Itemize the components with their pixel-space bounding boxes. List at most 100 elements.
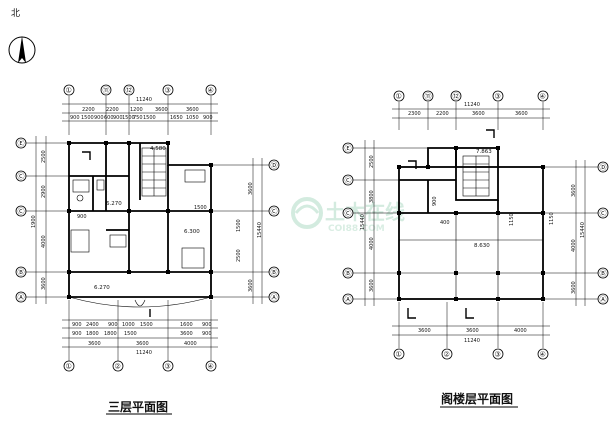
dim-text: 900 [202,331,212,337]
axis-label: Ⓐ [271,294,278,302]
level-text: 7.863 [476,149,492,155]
plan-right-axes-top: ① ⑪ ⑫ ③ ④ [393,90,549,102]
dim-text: 3600 [515,111,528,117]
axis-label: ③ [165,87,171,95]
dim-text: 900 [72,331,82,337]
dim-text: 4000 [571,239,577,252]
dim-text: 1600 [180,322,193,328]
axis-label: Ⓒ [271,208,278,216]
axis-label: Ⓓ [271,162,278,170]
dim-text: 3600 [41,277,47,290]
axis-label: Ⓑ [271,269,278,277]
dim-text: 1500 [236,219,242,232]
dim-text: 900 [113,115,123,121]
dim-text: 750 [133,115,143,121]
dim-text: 2200 [82,107,95,113]
walls [68,142,212,298]
dim-text: 900 [203,115,213,121]
axis-label: Ⓔ [18,140,25,148]
dim-text: 2500 [41,150,47,163]
axis-label: ① [66,363,72,371]
axis-label: Ⓒ [600,210,607,218]
axis-label: ② [115,363,121,371]
axis-label: Ⓑ [600,270,607,278]
dim-text: 1050 [186,115,199,121]
level-text: 6.270 [94,285,110,291]
dim-text: 1200 [130,107,143,113]
axis-label: Ⓐ [18,294,25,302]
dim-text: 3600 [369,279,375,292]
room-tag: 1500 [194,205,207,211]
level-text: 6.300 [184,229,200,235]
plan-left: ① ⑪ ⑫ ③ ④ 11240 2200 2200 1200 360 [15,84,280,415]
dim-total-bottom: 11240 [136,350,152,356]
dim-text: 2300 [408,111,421,117]
dim-text: 3600 [418,328,431,334]
dim-text: 1500 [143,115,156,121]
dim-text: 900 [108,322,118,328]
axis-label: Ⓒ [345,177,352,185]
dim-text: 3600 [248,182,254,195]
dim-text: 900 [202,322,212,328]
axis-label: ① [396,351,402,359]
dim-text: 1650 [170,115,183,121]
dim-total-depth: 15440 [257,222,263,238]
dim-text: 3600 [571,281,577,294]
dim-text: 1800 [104,331,117,337]
axis-label: ④ [208,87,214,95]
axis-label: ⑫ [126,87,133,95]
axis-label: Ⓑ [18,269,25,277]
levels: 4.580 6.270 6.300 6.270 1500 900 [77,146,207,291]
axis-label: ④ [208,363,214,371]
dim-text: 1900 [31,215,37,228]
dim-total-bottom: 11240 [464,338,480,344]
dims-bottom-row1: 900 2400 900 1000 1500 1600 900 [72,322,212,328]
dim-total-depth: 15440 [580,222,586,238]
plan-right-axes-side: Ⓔ Ⓒ Ⓒ Ⓑ Ⓐ [342,142,354,305]
axis-label: Ⓐ [345,296,352,304]
dim-text: 3600 [186,107,199,113]
dim-text: 2500 [236,249,242,262]
plan-left-axes-bottom: ① ② ③ ④ [63,360,217,372]
axis-label: ③ [495,351,501,359]
walls [398,147,544,300]
caption-left: 三层平面图 [108,400,168,414]
level-text: 4.580 [150,146,166,152]
dim-text: 3600 [571,184,577,197]
dim-text: 1500 [124,331,137,337]
axis-label: Ⓔ [345,145,352,153]
axis-label: ③ [165,363,171,371]
dims-left: 2500 2900 1900 4000 3600 [31,150,47,290]
dim-text: 900 [70,115,80,121]
dim-text: 400 [440,220,450,226]
plan-right: ① ⑪ ⑫ ③ ④ 11240 2300 2200 3600 3600 [342,90,609,408]
dim-text: 3600 [88,341,101,347]
axis-label: ② [444,351,450,359]
axis-label: ⑫ [453,93,460,101]
plan-right-axes-bottom: ① ② ③ ④ [393,348,549,360]
dim-text: 3600 [155,107,168,113]
axis-label: ④ [540,93,546,101]
dim-text: 4000 [369,237,375,250]
dim-text: 4000 [514,328,527,334]
axis-label: ④ [540,351,546,359]
dim-text: 3600 [466,328,479,334]
axis-label: ① [66,87,72,95]
dim-text: 1800 [86,331,99,337]
axis-label: ③ [495,93,501,101]
axis-label: Ⓒ [345,210,352,218]
dim-text: 1500 [122,115,135,121]
dims-bottom-row3: 3600 3600 4000 11240 [88,341,197,356]
axis-label: Ⓐ [600,296,607,304]
plan-right-axes-right: Ⓓ Ⓒ Ⓑ Ⓐ [597,161,609,305]
dim-total-top: 11240 [136,97,152,103]
dim-text: 3800 [369,190,375,203]
level-text: 8.630 [474,243,490,249]
axis-label: ⑪ [425,93,432,101]
levels: 7.863 8.630 900 400 1150 [432,149,515,249]
axis-label: Ⓒ [18,208,25,216]
dim-text: 1000 [122,322,135,328]
north-label: 北 [11,8,20,19]
dim-text: 2900 [41,185,47,198]
